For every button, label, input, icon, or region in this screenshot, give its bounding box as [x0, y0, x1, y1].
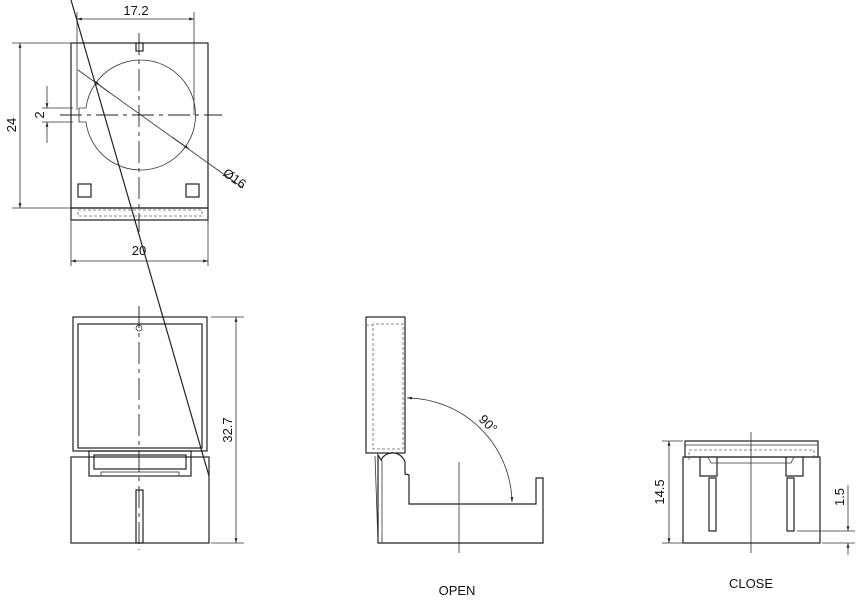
top-view: 17.2 24 2 20 Ø16	[4, 3, 249, 266]
dim-17-2: 17.2	[123, 3, 148, 18]
dim-14-5: 14.5	[652, 479, 667, 504]
dim-90-degrees: 90°	[476, 412, 501, 437]
open-view: 90° OPEN	[365, 316, 544, 598]
close-view: 14.5 1.5 CLOSE	[652, 432, 855, 591]
dim-24: 24	[4, 118, 19, 132]
open-label: OPEN	[439, 583, 476, 598]
dim-32-7: 32.7	[220, 417, 235, 442]
dim-1-5: 1.5	[832, 488, 847, 506]
dim-2: 2	[32, 111, 47, 118]
dim-diameter: Ø16	[220, 165, 249, 191]
front-view: 32.7	[70, 0, 244, 550]
close-label: CLOSE	[729, 576, 773, 591]
